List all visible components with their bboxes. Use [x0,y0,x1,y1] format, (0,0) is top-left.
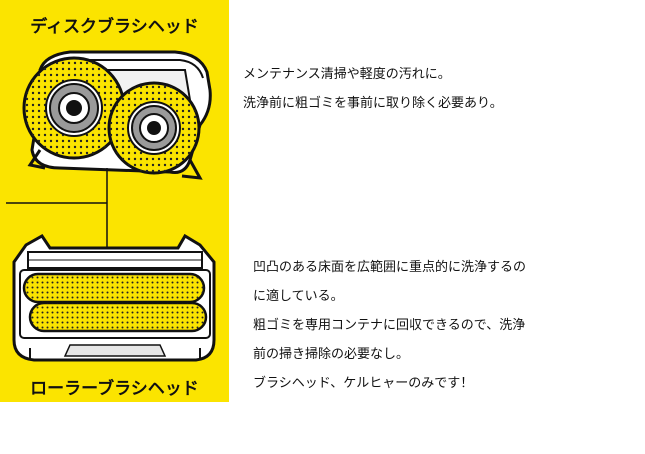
description-line: に適している。 [253,289,344,304]
roller-brush-title: ローラーブラシヘッド [30,379,199,399]
description-line: 洗浄前に粗ゴミを事前に取り除く必要あり。 [243,96,503,111]
description-line: 凹凸のある床面を広範囲に重点的に洗浄するの [253,260,527,275]
roller-brush-description: 凹凸のある床面を広範囲に重点的に洗浄するの に適している。 粗ゴミを専用コンテナ… [253,253,526,398]
brush-heads-illustration [6,50,216,362]
disc-brush-head-icon [22,50,212,180]
roller-brush-head-icon [12,233,216,362]
connector-lines [6,168,108,248]
description-line: 前の掃き掃除の必要なし。 [253,347,410,362]
product-panel: ディスクブラシヘッド [0,0,229,402]
description-line: メンテナンス清掃や軽度の汚れに。 [243,67,451,82]
description-line: 粗ゴミを専用コンテナに回収できるので、洗浄 [253,318,526,333]
description-line: ブラシヘッド、ケルヒャーのみです！ [253,376,474,391]
disc-brush-title: ディスクブラシヘッド [30,17,199,37]
disc-brush-description: メンテナンス清掃や軽度の汚れに。 洗浄前に粗ゴミを事前に取り除く必要あり。 [243,60,503,118]
